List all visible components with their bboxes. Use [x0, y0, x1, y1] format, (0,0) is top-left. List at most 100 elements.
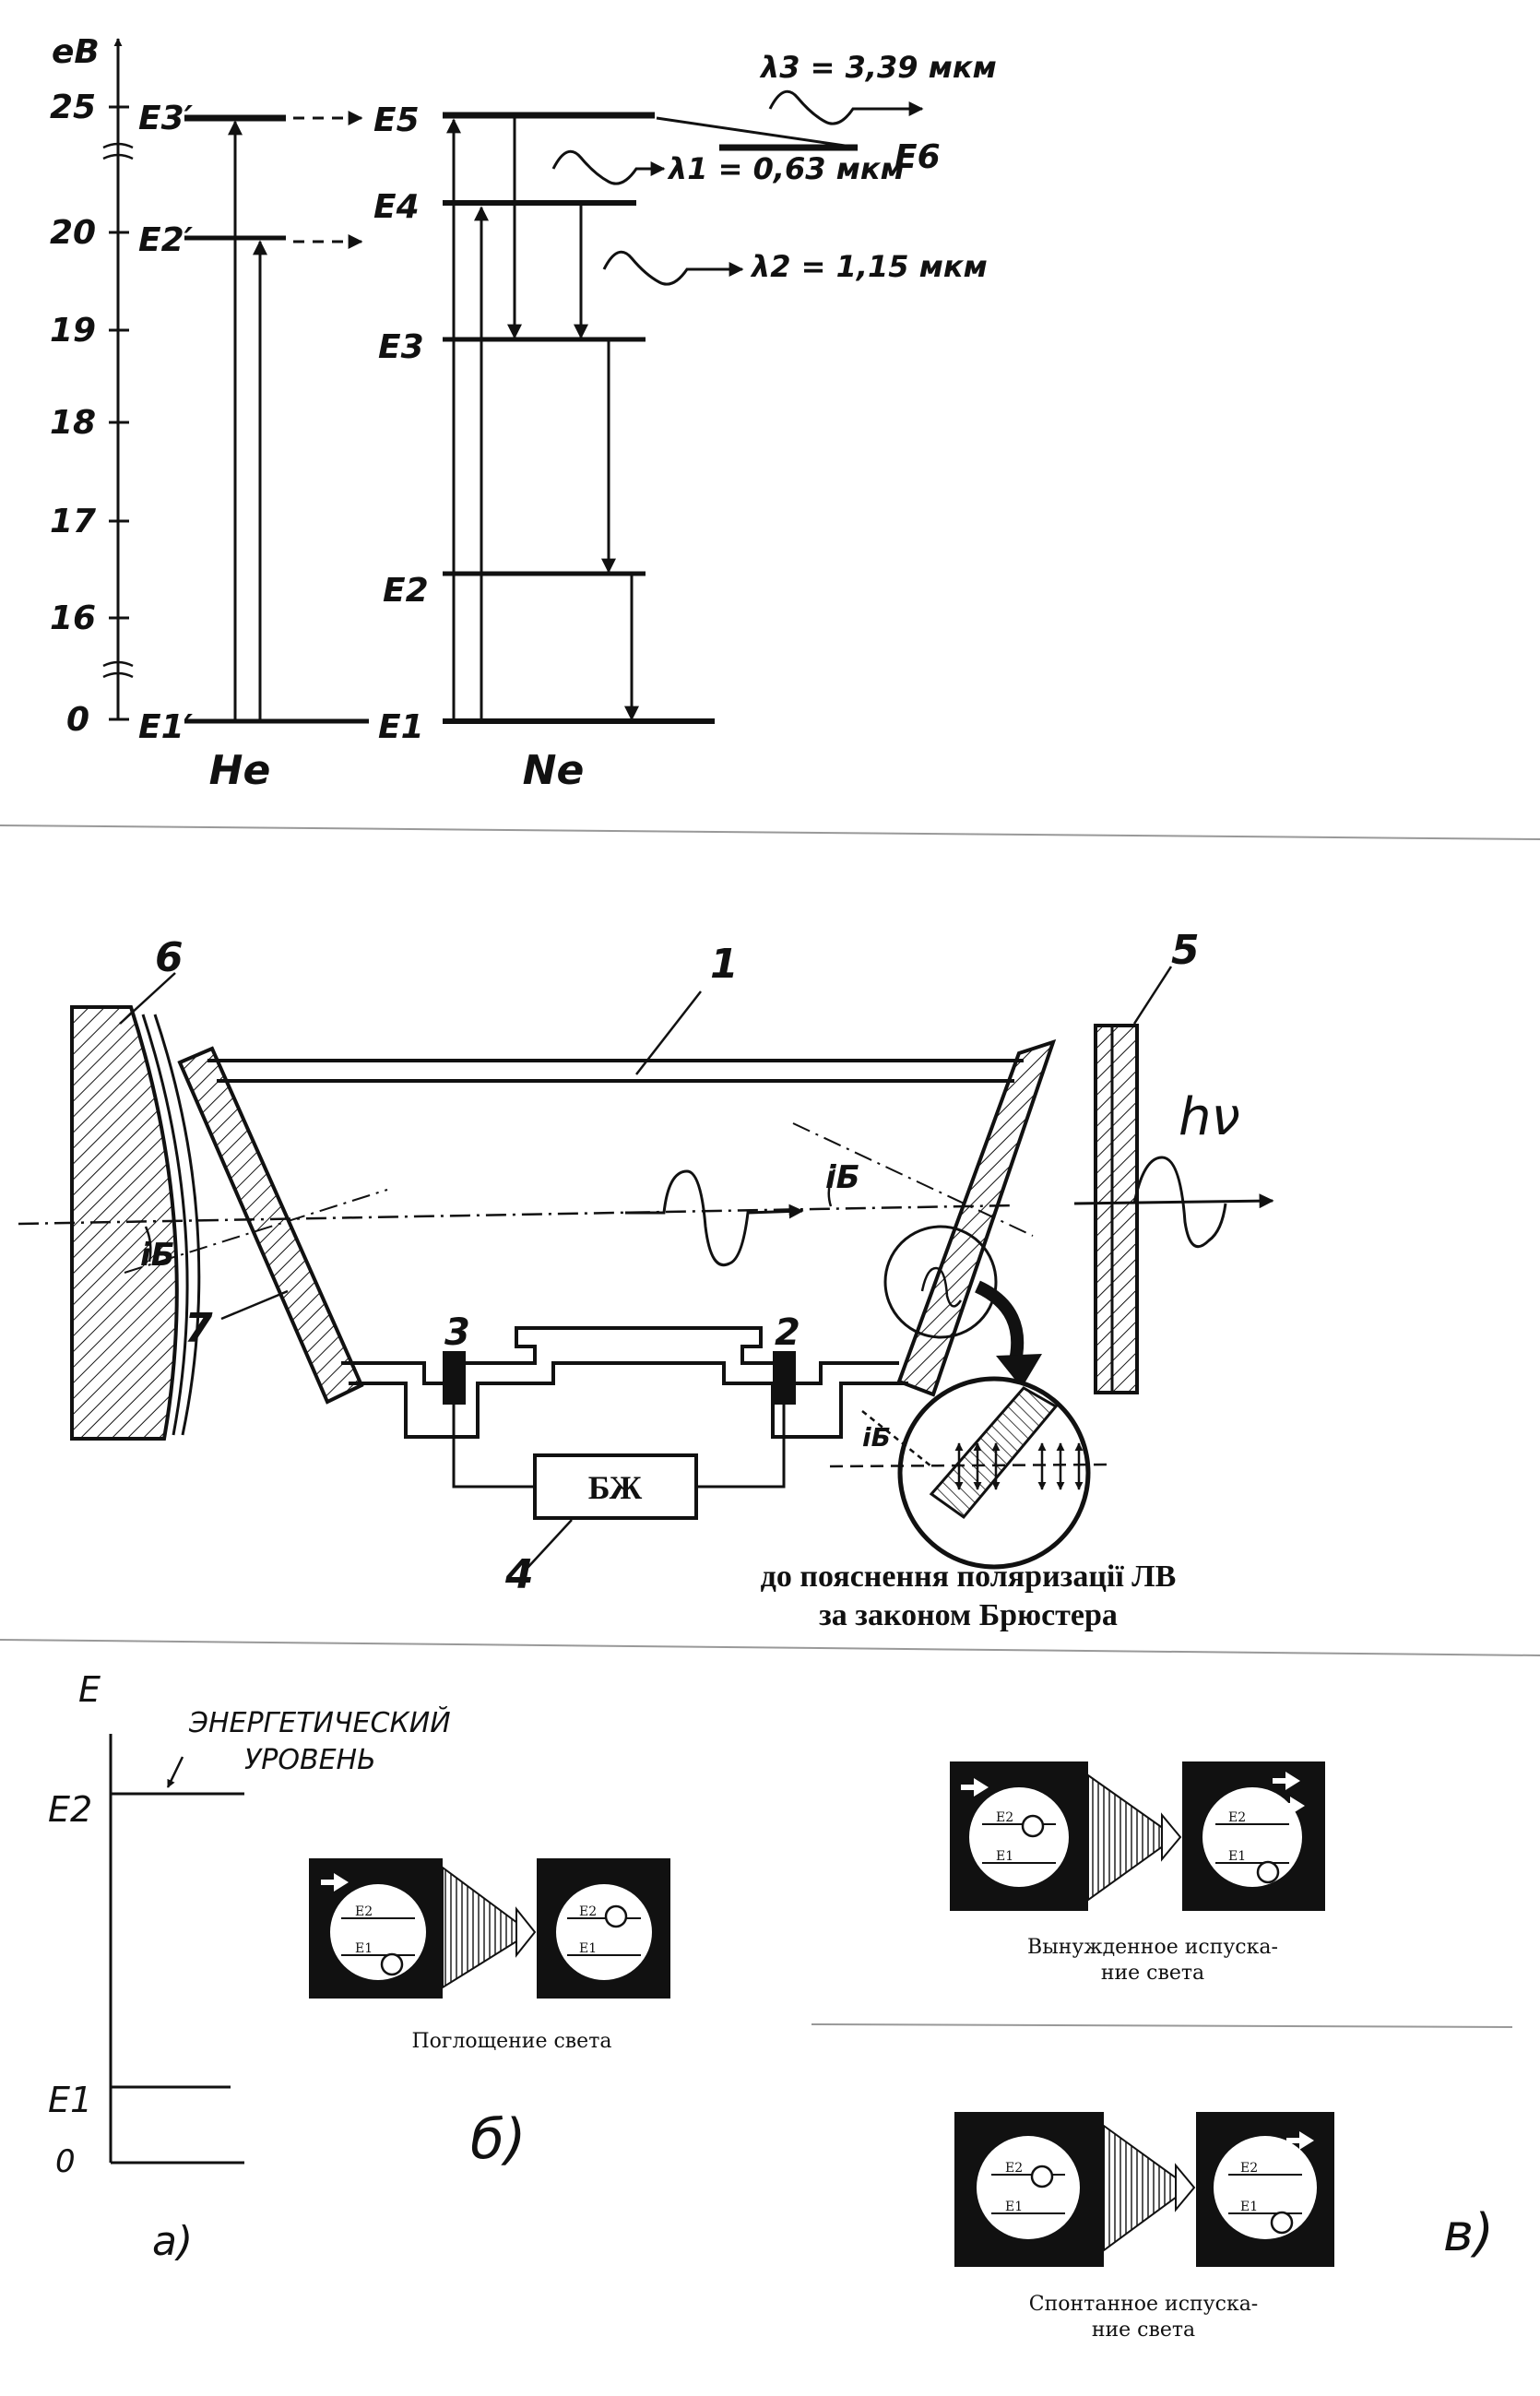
normal-right — [792, 1122, 1034, 1237]
absorption-diagram: E2 E1 E2 E1 — [309, 1858, 670, 1999]
brewster-angle-left: iБ — [140, 1237, 175, 1274]
tick-label-18: 18 — [50, 404, 96, 442]
tick-label-17: 17 — [50, 503, 96, 540]
normal-left — [124, 1189, 388, 1274]
part-c-label: в) — [1443, 2203, 1494, 2263]
label-5: 5 — [1171, 927, 1200, 974]
emitted-photon-icon-2 — [1277, 1797, 1305, 1815]
label-6: 6 — [155, 934, 184, 981]
tick-label-19: 19 — [50, 312, 96, 350]
axis-e-label: E — [78, 1669, 101, 1710]
level-note-line-1: ЭНЕРГЕТИЧЕСКИЙ — [188, 1706, 451, 1739]
stimulated-before-e1: E1 — [996, 1849, 1013, 1864]
brewster-angle-zoom: iБ — [862, 1422, 891, 1453]
wire-right — [696, 1437, 786, 1489]
lambda3-label: λ3 = 3,39 мкм — [759, 50, 997, 85]
electrode-2 — [773, 1351, 796, 1405]
spontaneous-photon-icon — [1286, 2131, 1314, 2150]
caption-line-2: за законом Брюстера — [819, 1598, 1118, 1632]
he-level-e2-label: E2′ — [138, 221, 194, 259]
ne-level-e4-label: E4 — [373, 188, 420, 226]
absorption-before-e1: E1 — [355, 1941, 373, 1956]
photon-label: hν — [1179, 1087, 1240, 1147]
laser-schematic: БЖ — [18, 927, 1274, 1632]
wave-lambda1 — [551, 149, 666, 185]
ne-level-e5-label: E5 — [373, 101, 420, 139]
power-block-label: БЖ — [588, 1469, 643, 1506]
optical-axis — [18, 1204, 1015, 1226]
he-label: He — [209, 747, 271, 794]
label-3: 3 — [444, 1311, 470, 1354]
label-4: 4 — [504, 1551, 534, 1598]
stimulated-emission-diagram: E2 E1 E2 E1 — [950, 1761, 1325, 1911]
axis-e1-label: E1 — [48, 2080, 92, 2120]
lambda1-label: λ1 = 0,63 мкм — [667, 151, 905, 186]
label-1: 1 — [710, 941, 739, 988]
axis-break-upper — [102, 142, 134, 160]
scan-edge-1 — [0, 824, 1540, 840]
incoming-photon-icon — [321, 1873, 349, 1892]
transition-e5-e6 — [656, 116, 859, 149]
zoom-arrow — [974, 1280, 1025, 1367]
absorption-before-e2: E2 — [355, 1904, 373, 1919]
tick-label-0: 0 — [66, 701, 89, 739]
axis-ticks — [109, 105, 129, 721]
ne-level-e2-label: E2 — [383, 572, 429, 610]
spontaneous-caption-line-1: Спонтанное испуска- — [1029, 2293, 1259, 2316]
emitted-photon-icon-1 — [1273, 1772, 1300, 1790]
he-level-e1-label: E1′ — [138, 708, 194, 746]
spontaneous-after-e1: E1 — [1240, 2200, 1258, 2214]
ne-level-e3-label: E3 — [378, 328, 424, 366]
wire-left — [452, 1437, 535, 1489]
axis-e2-label: E2 — [48, 1789, 92, 1830]
label-2: 2 — [775, 1311, 800, 1354]
brewster-angle-right: iБ — [825, 1159, 860, 1196]
tick-label-25: 25 — [50, 89, 96, 126]
stimulated-after-e2: E2 — [1228, 1810, 1246, 1825]
level-note-line-2: УРОВЕНЬ — [244, 1744, 376, 1776]
tick-label-16: 16 — [50, 599, 96, 637]
ne-level-e6-label: E6 — [894, 138, 941, 176]
energy-unit-label: eB — [52, 33, 100, 71]
part-a-label: а) — [152, 2218, 193, 2265]
absorption-caption: Поглощение света — [411, 2030, 611, 2053]
discharge-tube-body — [341, 1326, 899, 1385]
power-block-4 — [533, 1453, 698, 1520]
magnifier-small — [883, 1225, 998, 1339]
scan-edge-2 — [0, 1639, 1540, 1656]
electrode-3 — [443, 1351, 466, 1405]
energy-level-diagram: eB 25 20 19 18 17 16 0 E3′ E2′ E1′ He E5… — [50, 33, 997, 794]
stimulating-photon-icon — [961, 1778, 989, 1797]
axis-zero-label: 0 — [55, 2143, 76, 2180]
transitions-panel: E E2 E1 0 ЭНЕРГЕТИЧЕСКИЙ УРОВЕНЬ а) E2 E… — [48, 1669, 1513, 2342]
stimulated-caption-line-2: ние света — [1101, 1962, 1204, 1985]
brewster-window-right — [896, 1038, 1057, 1397]
wave-lambda2 — [602, 250, 744, 286]
spontaneous-before-e1: E1 — [1005, 2200, 1023, 2214]
axis-break-lower — [102, 660, 134, 679]
absorption-after-e2: E2 — [579, 1904, 597, 1919]
lambda2-label: λ2 = 1,15 мкм — [750, 249, 988, 284]
wave-lambda3 — [768, 89, 924, 125]
output-mirror-5 — [1094, 1024, 1139, 1394]
stimulated-before-e2: E2 — [996, 1810, 1013, 1825]
spontaneous-before-e2: E2 — [1005, 2161, 1023, 2176]
stimulated-caption-line-1: Вынужденное испуска- — [1027, 1936, 1278, 1959]
spontaneous-emission-diagram: E2 E1 E2 E1 — [954, 2112, 1334, 2267]
spontaneous-caption-line-2: ние света — [1092, 2319, 1195, 2342]
he-level-e3-label: E3′ — [138, 100, 194, 137]
stimulated-after-e1: E1 — [1228, 1849, 1246, 1864]
label-7: 7 — [184, 1305, 213, 1352]
mirror-6 — [70, 1005, 179, 1441]
caption-line-1: до пояснення поляризації ЛВ — [761, 1560, 1177, 1594]
internal-wave — [625, 1169, 804, 1266]
spontaneous-after-e2: E2 — [1240, 2161, 1258, 2176]
tick-label-20: 20 — [50, 214, 96, 252]
part-b-label: б) — [470, 2107, 526, 2172]
ne-label: Ne — [523, 747, 585, 794]
absorption-after-e1: E1 — [579, 1941, 597, 1956]
polarization-arrows — [954, 1442, 1084, 1490]
ne-level-e1-label: E1 — [378, 708, 424, 746]
